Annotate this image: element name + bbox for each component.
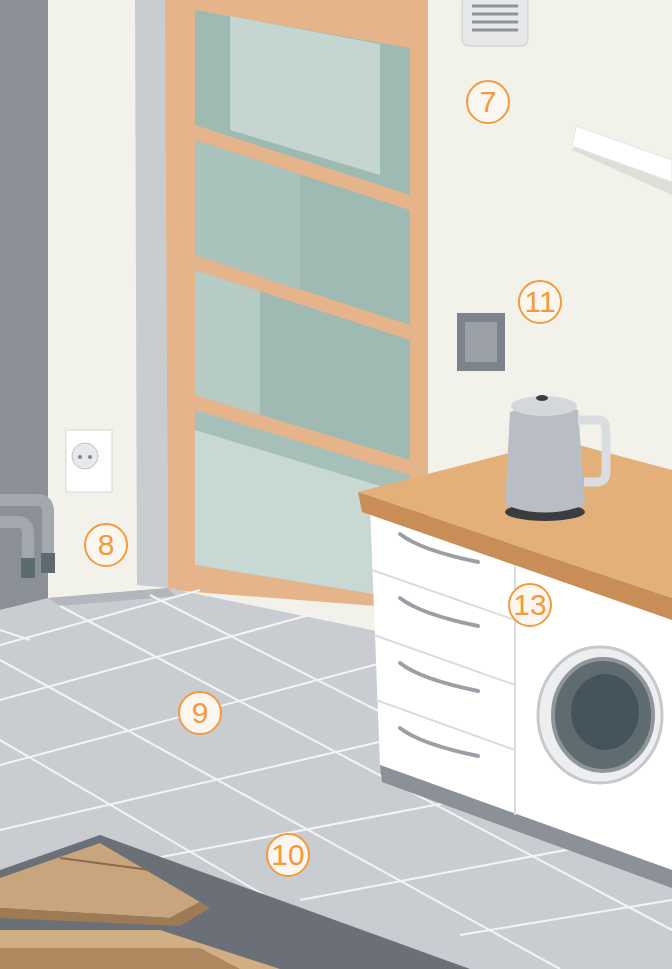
callout-number: 11	[524, 287, 555, 317]
door-jamb	[135, 0, 168, 588]
countertop-edge	[358, 492, 672, 620]
callout-number: 8	[98, 530, 115, 560]
kettle	[505, 395, 606, 521]
callout-circle: 13	[508, 583, 552, 627]
callout-number: 13	[513, 590, 546, 620]
water-pipes	[0, 500, 48, 560]
drawer-handles	[400, 534, 478, 756]
callout-number: 7	[480, 87, 497, 117]
ceiling-light	[572, 126, 672, 195]
callout-circle: 9	[178, 691, 222, 735]
pipe-valve	[21, 558, 35, 578]
washing-machine	[538, 647, 662, 783]
light-switch	[457, 313, 505, 371]
wall-corner	[0, 0, 48, 610]
drawer-lines	[372, 570, 515, 750]
callout-circle: 10	[266, 833, 310, 877]
callout-circle: 11	[518, 280, 562, 324]
floor-cutaway	[0, 835, 470, 969]
wall-socket	[66, 430, 112, 492]
callout-circle: 8	[84, 523, 128, 567]
callout-number: 10	[271, 840, 304, 870]
cabinet-plinth	[380, 765, 672, 888]
callout-circle: 7	[466, 80, 510, 124]
callout-number: 9	[192, 698, 209, 728]
pipe-valve	[41, 553, 55, 573]
air-vent	[462, 0, 528, 46]
